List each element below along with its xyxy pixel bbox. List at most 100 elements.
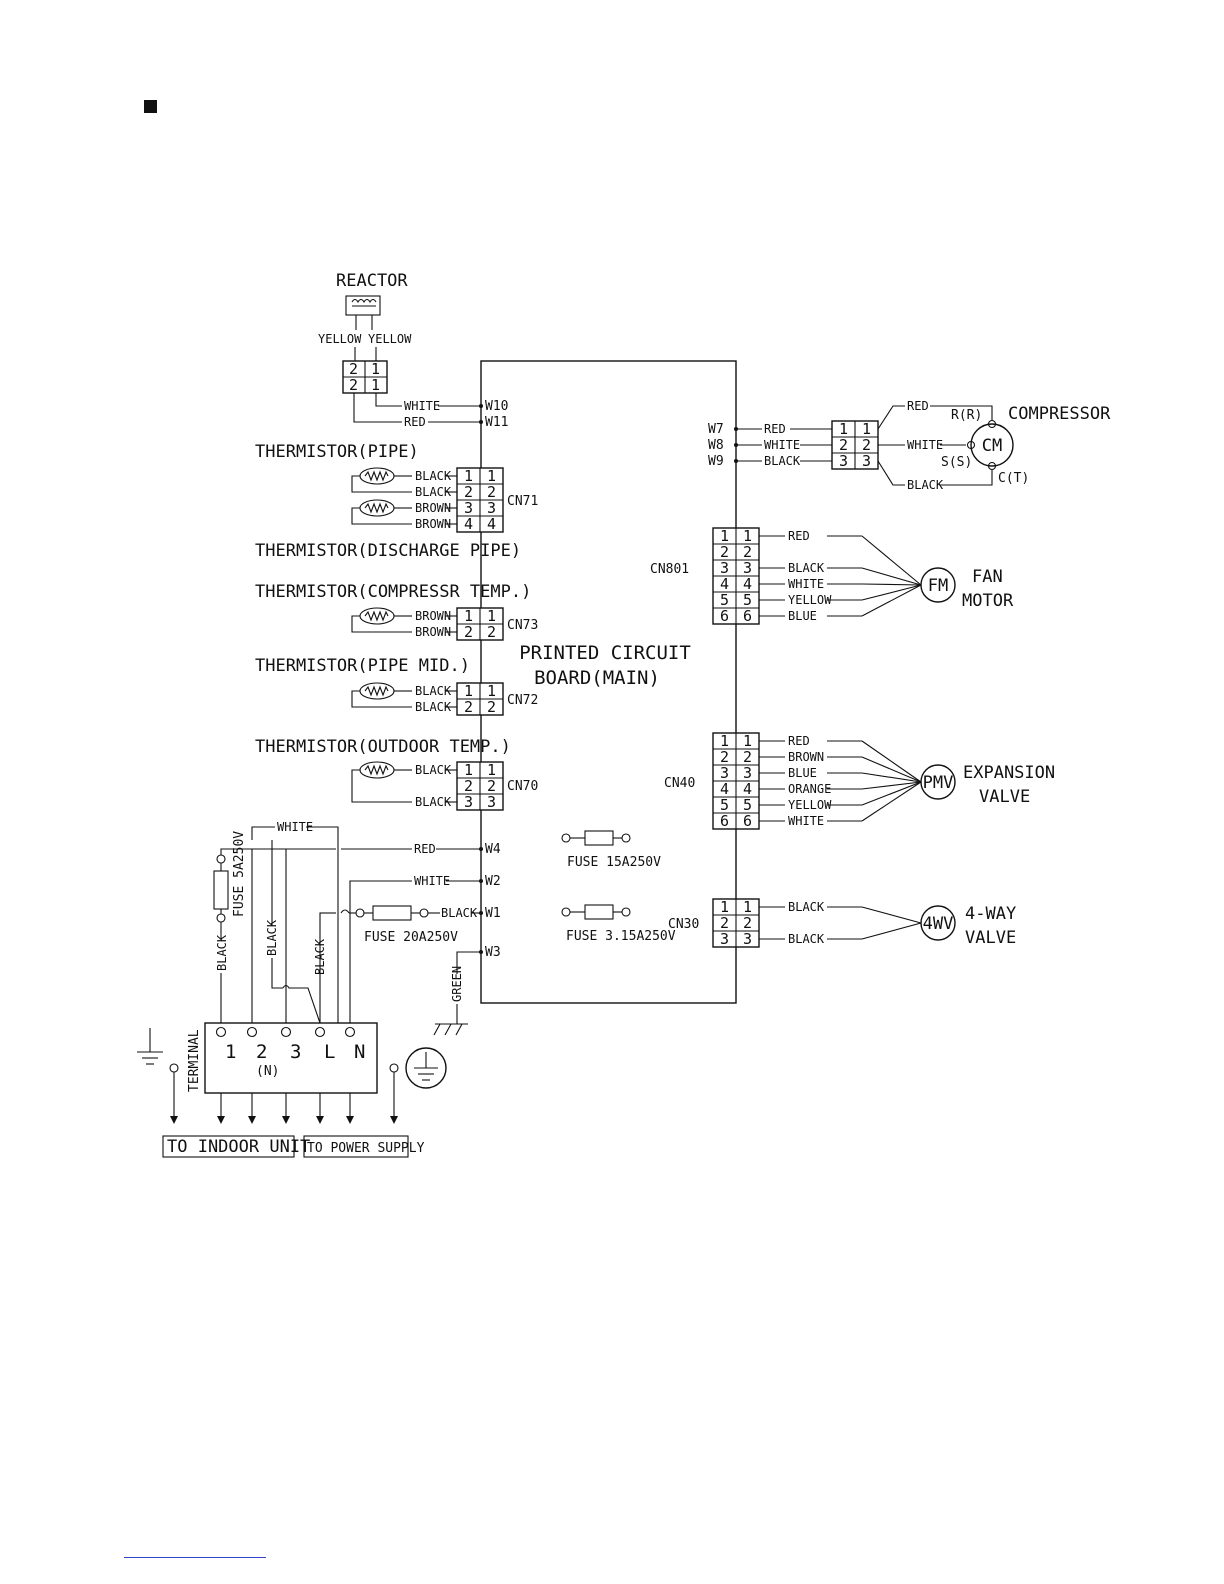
cn30-wire: BLACK <box>788 932 825 946</box>
pcb-board <box>480 360 737 1004</box>
cn40-wire: YELLOW <box>788 798 832 812</box>
compressor-wire: WHITE <box>764 438 800 452</box>
cn30-pin: 3 <box>743 930 752 948</box>
terminal-screws <box>215 1026 356 1038</box>
term-w8: W8 <box>708 438 724 453</box>
cn801-pin: 4 <box>720 575 729 593</box>
cn72-pin: 2 <box>464 698 473 716</box>
cn801-pin: 1 <box>720 527 729 545</box>
cn40-pin: 6 <box>720 812 729 830</box>
cn70-pin: 1 <box>487 761 496 779</box>
cn40-wire: BLUE <box>788 766 817 780</box>
compressor-pin: 3 <box>862 452 871 470</box>
cn72-wire: BLACK <box>415 684 452 698</box>
cn40-pin: 3 <box>720 764 729 782</box>
terminal-n: N <box>354 1041 365 1063</box>
four-way-valve-title-2: VALVE <box>965 928 1016 948</box>
cn801-wire: RED <box>788 529 810 543</box>
wire-w4-label: RED <box>414 842 436 856</box>
cn40-pin: 4 <box>743 780 752 798</box>
cn70-label: CN70 <box>507 779 538 794</box>
cn801-pin: 6 <box>743 607 752 625</box>
term-w10: W10 <box>485 399 508 414</box>
wire-v3-label: BLACK <box>313 938 327 975</box>
to-power-box <box>303 1135 409 1158</box>
cn71-wire: BLACK <box>415 485 452 499</box>
cn30-pin: 1 <box>720 898 729 916</box>
compressor-wire: BLACK <box>907 478 944 492</box>
thermistor-discharge-title: THERMISTOR(DISCHARGE PIPE) <box>255 541 521 561</box>
cn801-pin: 5 <box>743 591 752 609</box>
thermistor-compressor-title: THERMISTOR(COMPRESSR TEMP.) <box>255 582 531 602</box>
cn73-pin: 1 <box>464 607 473 625</box>
reactor-pin: 1 <box>371 376 380 394</box>
wire-w3-label: GREEN <box>450 966 464 1002</box>
cn40-pin: 5 <box>720 796 729 814</box>
compressor-wire: WHITE <box>907 438 943 452</box>
cn30-motor-symbol <box>920 905 956 941</box>
cn801-pin: 3 <box>743 559 752 577</box>
cn72-pin: 1 <box>464 682 473 700</box>
cn801-pin: 3 <box>720 559 729 577</box>
board-fuse-15a-label: FUSE 15A250V <box>567 855 661 870</box>
terminal-arrows <box>170 1072 398 1124</box>
cn70-pin: 2 <box>464 777 473 795</box>
compressor-term-c: C(T) <box>998 471 1029 486</box>
cn70-pin: 3 <box>487 793 496 811</box>
reactor-pin: 2 <box>349 376 358 394</box>
cn801-pin: 1 <box>743 527 752 545</box>
terminal-label: TERMINAL <box>187 1029 202 1092</box>
cn40-pin: 6 <box>743 812 752 830</box>
cn801-label: CN801 <box>650 562 689 577</box>
fan-motor-title-2: MOTOR <box>962 591 1014 611</box>
cn801-pin: 2 <box>743 543 752 561</box>
line-fuse-label: FUSE 20A250V <box>364 930 458 945</box>
cn30-pin: 2 <box>743 914 752 932</box>
board-fuse-3a-label: FUSE 3.15A250V <box>566 929 676 944</box>
cn801-wire: WHITE <box>788 577 824 591</box>
compressor-symbol-label: CM <box>982 436 1002 456</box>
cn73-pin: 2 <box>464 623 473 641</box>
reactor-wire-right: YELLOW <box>368 332 412 346</box>
ground-icon <box>137 1028 179 1073</box>
compressor-pin: 2 <box>839 436 848 454</box>
cn801-wire: YELLOW <box>788 593 832 607</box>
cn71-wire: BROWN <box>415 517 451 531</box>
to-power-label: TO POWER SUPPLY <box>307 1141 425 1156</box>
compressor-pin: 3 <box>839 452 848 470</box>
compressor-wire: RED <box>764 422 786 436</box>
cn40-pin: 5 <box>743 796 752 814</box>
reactor-wire-white: WHITE <box>404 399 440 413</box>
cn73-pin: 1 <box>487 607 496 625</box>
to-indoor-label: TO INDOOR UNIT <box>167 1137 310 1157</box>
compressor-term-s: S(S) <box>941 455 972 470</box>
section-bullet <box>144 100 157 113</box>
footer-rule <box>124 1557 266 1558</box>
board-fuse-3a <box>561 904 631 920</box>
reactor-wire-left: YELLOW <box>318 332 362 346</box>
fan-motor-title-1: FAN <box>972 567 1003 587</box>
term-w7: W7 <box>708 422 724 437</box>
cn801-pin: 6 <box>720 607 729 625</box>
four-way-valve-title-1: 4-WAY <box>965 904 1016 924</box>
reactor-icon <box>345 295 381 330</box>
cn71-pin: 3 <box>464 499 473 517</box>
pcb-label-line1: PRINTED CIRCUIT <box>519 642 691 664</box>
terminal-2-sub: (N) <box>256 1064 279 1079</box>
expansion-valve-title-1: EXPANSION <box>963 763 1055 783</box>
to-indoor-box <box>162 1135 295 1158</box>
terminal-1: 1 <box>225 1041 236 1063</box>
cn40-wire: WHITE <box>788 814 824 828</box>
cn71-label: CN71 <box>507 494 538 509</box>
terminal-block <box>204 1022 378 1094</box>
cn71-pin: 2 <box>464 483 473 501</box>
wire-w1-label: BLACK <box>441 906 478 920</box>
cn72-pin: 2 <box>487 698 496 716</box>
cn40-wire: BROWN <box>788 750 824 764</box>
